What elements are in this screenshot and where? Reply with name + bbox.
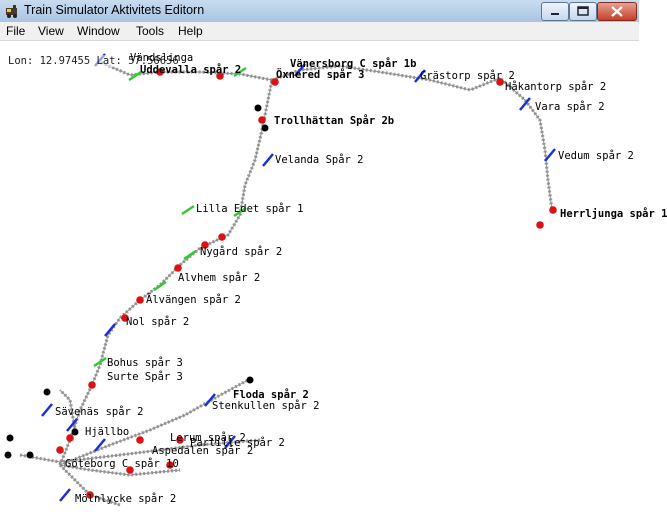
station-label[interactable]: Surte Spår 3 [107, 371, 183, 383]
station-label[interactable]: Vedum spår 2 [558, 150, 634, 162]
station-label[interactable]: Vara spår 2 [535, 101, 605, 113]
signal-marker-22 [156, 68, 164, 76]
signal-marker-30 [536, 221, 544, 229]
signal-marker-13 [233, 206, 247, 218]
route-map-canvas[interactable] [0, 41, 639, 520]
menu-window[interactable]: Window [77, 24, 120, 38]
signal-marker-4 [93, 356, 107, 368]
signal-marker-34 [204, 393, 216, 407]
station-label[interactable]: Bohus spår 3 [107, 357, 183, 369]
station-label[interactable]: Nygård spår 2 [200, 246, 283, 258]
signal-marker-8 [153, 280, 167, 292]
menu-help[interactable]: Help [178, 24, 203, 38]
maximize-icon [577, 6, 589, 16]
close-button[interactable] [597, 2, 637, 21]
signal-marker-20 [216, 72, 224, 80]
signal-marker-45 [166, 461, 174, 469]
signal-marker-0 [56, 446, 64, 454]
track-centerline-4 [59, 464, 181, 476]
station-label[interactable]: Aspedalen spår 2 [152, 445, 254, 457]
signal-marker-37 [43, 388, 51, 396]
signal-marker-28 [544, 148, 556, 162]
signal-marker-12 [218, 233, 226, 241]
signal-marker-19 [294, 63, 306, 77]
maximize-button[interactable] [569, 2, 597, 21]
station-label[interactable]: Stenkullen spår 2 [212, 400, 320, 412]
signal-marker-11 [201, 241, 209, 249]
station-label[interactable]: Lerum spår 2 [170, 432, 246, 444]
signal-marker-23 [128, 70, 142, 82]
minimize-button[interactable] [541, 2, 569, 21]
station-label[interactable]: Mölnlycke spår 2 [75, 493, 177, 505]
station-label[interactable]: Trollhättan Spår 2b [274, 115, 395, 127]
signal-marker-44 [126, 466, 134, 474]
track-centerline-1 [271, 65, 553, 211]
track-centerline-2 [99, 61, 273, 81]
station-label[interactable]: Öxnered spår 3 [276, 69, 365, 81]
signal-marker-36 [41, 403, 53, 417]
signal-marker-47 [261, 124, 269, 132]
station-label[interactable]: Alvhem spår 2 [178, 272, 261, 284]
signal-marker-21 [233, 66, 247, 78]
coordinate-readout: Lon: 12.97455 Lat: 57.56656 [8, 55, 179, 67]
station-label[interactable]: Floda spår 2 [233, 389, 309, 401]
signal-marker-32 [136, 436, 144, 444]
signal-marker-43 [71, 428, 79, 436]
station-label[interactable]: Partille spår 2 [190, 437, 285, 449]
menu-file[interactable]: File [6, 24, 26, 38]
signal-marker-10 [183, 249, 197, 261]
station-label[interactable]: Håkantorp spår 2 [505, 81, 607, 93]
station-label[interactable]: Vändslinga [130, 52, 194, 64]
signal-marker-1 [66, 434, 74, 442]
station-label[interactable]: Hjällbo [85, 426, 130, 438]
station-label[interactable]: Grästorp spår 2 [420, 70, 515, 82]
signal-marker-16 [254, 104, 262, 112]
signal-marker-3 [88, 381, 96, 389]
signal-marker-42 [26, 451, 34, 459]
station-label[interactable]: Nol spår 2 [126, 316, 190, 328]
signal-marker-15 [258, 116, 266, 124]
signal-marker-26 [496, 78, 504, 86]
station-label[interactable]: Sävenäs spår 2 [55, 406, 144, 418]
station-label[interactable]: Lilla Edet spår 1 [196, 203, 304, 215]
signal-marker-14 [181, 204, 195, 216]
track-centerline-6 [19, 439, 261, 463]
signal-marker-35 [246, 376, 254, 384]
train-app-icon [6, 5, 17, 18]
menu-view[interactable]: View [38, 24, 64, 38]
signal-marker-5 [104, 323, 116, 337]
station-label[interactable]: Uddevalla spår 2 [140, 64, 242, 76]
signal-marker-6 [121, 314, 129, 322]
signal-marker-46 [224, 435, 236, 449]
signal-marker-25 [414, 69, 426, 83]
signal-marker-29 [549, 206, 557, 214]
menu-bar: File View Window Tools Help [0, 22, 639, 41]
menu-tools[interactable]: Tools [136, 24, 165, 38]
track-centerline-3 [59, 379, 249, 466]
signal-marker-18 [271, 78, 279, 86]
window-title: Train Simulator Aktivitets Editorn [24, 3, 205, 17]
signal-marker-27 [519, 97, 531, 111]
station-label[interactable]: Velanda Spår 2 [275, 154, 364, 166]
minimize-icon [551, 13, 559, 15]
track-centerline-7 [59, 389, 76, 431]
signal-marker-38 [59, 488, 71, 502]
station-label[interactable]: Vänersborg C spår 1b [290, 58, 417, 70]
signal-marker-40 [6, 434, 14, 442]
title-bar: Train Simulator Aktivitets Editorn [0, 0, 639, 23]
station-label[interactable]: Herrljunga spår 1 [560, 208, 667, 220]
signal-marker-41 [4, 451, 12, 459]
station-label[interactable]: Göteborg C spår 10 [65, 458, 179, 470]
signal-marker-17 [262, 153, 274, 167]
signal-marker-9 [174, 264, 182, 272]
signal-marker-31 [94, 438, 106, 452]
close-icon [611, 6, 623, 17]
track-centerline-0 [59, 79, 273, 466]
signal-marker-39 [86, 491, 94, 499]
signal-marker-2 [66, 418, 78, 432]
signal-marker-33 [176, 436, 184, 444]
station-label[interactable]: Älvängen spår 2 [146, 294, 241, 306]
signal-marker-7 [136, 296, 144, 304]
